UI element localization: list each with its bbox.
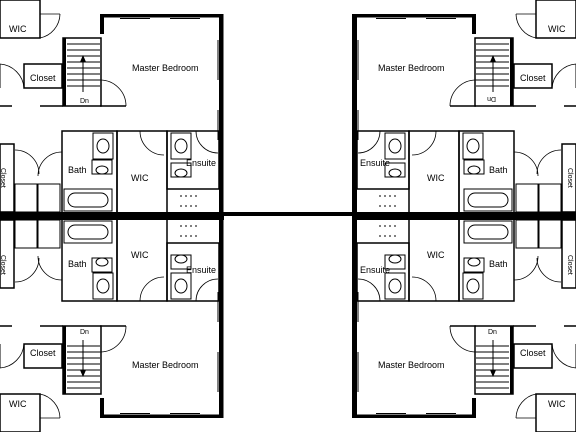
room-label-closet: Closet xyxy=(566,168,573,188)
right-unit-wall xyxy=(352,14,357,418)
room-label-bath: Bath xyxy=(489,165,508,175)
room-label-wic: WIC xyxy=(9,399,27,409)
room-label-bath: Bath xyxy=(68,165,87,175)
unit-bottom-right xyxy=(351,215,576,432)
room-label-closet: Closet xyxy=(30,73,56,83)
room-label-wic: WIC xyxy=(548,24,566,34)
unit-top-right xyxy=(351,0,576,217)
room-label-ensuite: Ensuite xyxy=(186,265,216,275)
stair-label-dn: Dn xyxy=(488,329,497,336)
room-label-bath: Bath xyxy=(68,259,87,269)
stair-label-dn: Dn xyxy=(80,98,89,105)
room-label-closet: Closet xyxy=(520,73,546,83)
room-label-ensuite: Ensuite xyxy=(186,158,216,168)
room-label-closet: Closet xyxy=(0,168,6,188)
room-label-wic: WIC xyxy=(9,24,27,34)
room-label-ensuite: Ensuite xyxy=(360,265,390,275)
room-label-wic: WIC xyxy=(548,399,566,409)
room-label-closet: Closet xyxy=(566,255,573,275)
room-label-master-bedroom: Master Bedroom xyxy=(378,63,445,73)
room-label-master-bedroom: Master Bedroom xyxy=(378,360,445,370)
room-label-ensuite: Ensuite xyxy=(360,158,390,168)
room-label-closet: Closet xyxy=(520,348,546,358)
room-label-wic: WIC xyxy=(131,173,149,183)
unit-bottom-left xyxy=(0,215,225,432)
room-label-closet: Closet xyxy=(30,348,56,358)
room-label-wic: WIC xyxy=(427,250,445,260)
room-label-wic: WIC xyxy=(427,173,445,183)
stair-label-dn: Dn xyxy=(487,95,496,102)
room-label-master-bedroom: Master Bedroom xyxy=(132,360,199,370)
room-label-master-bedroom: Master Bedroom xyxy=(132,63,199,73)
room-label-closet: Closet xyxy=(0,255,6,275)
center-wall xyxy=(222,212,354,216)
room-label-wic: WIC xyxy=(131,250,149,260)
room-label-bath: Bath xyxy=(489,259,508,269)
stair-label-dn: Dn xyxy=(80,329,89,336)
unit-top-left xyxy=(0,0,225,217)
